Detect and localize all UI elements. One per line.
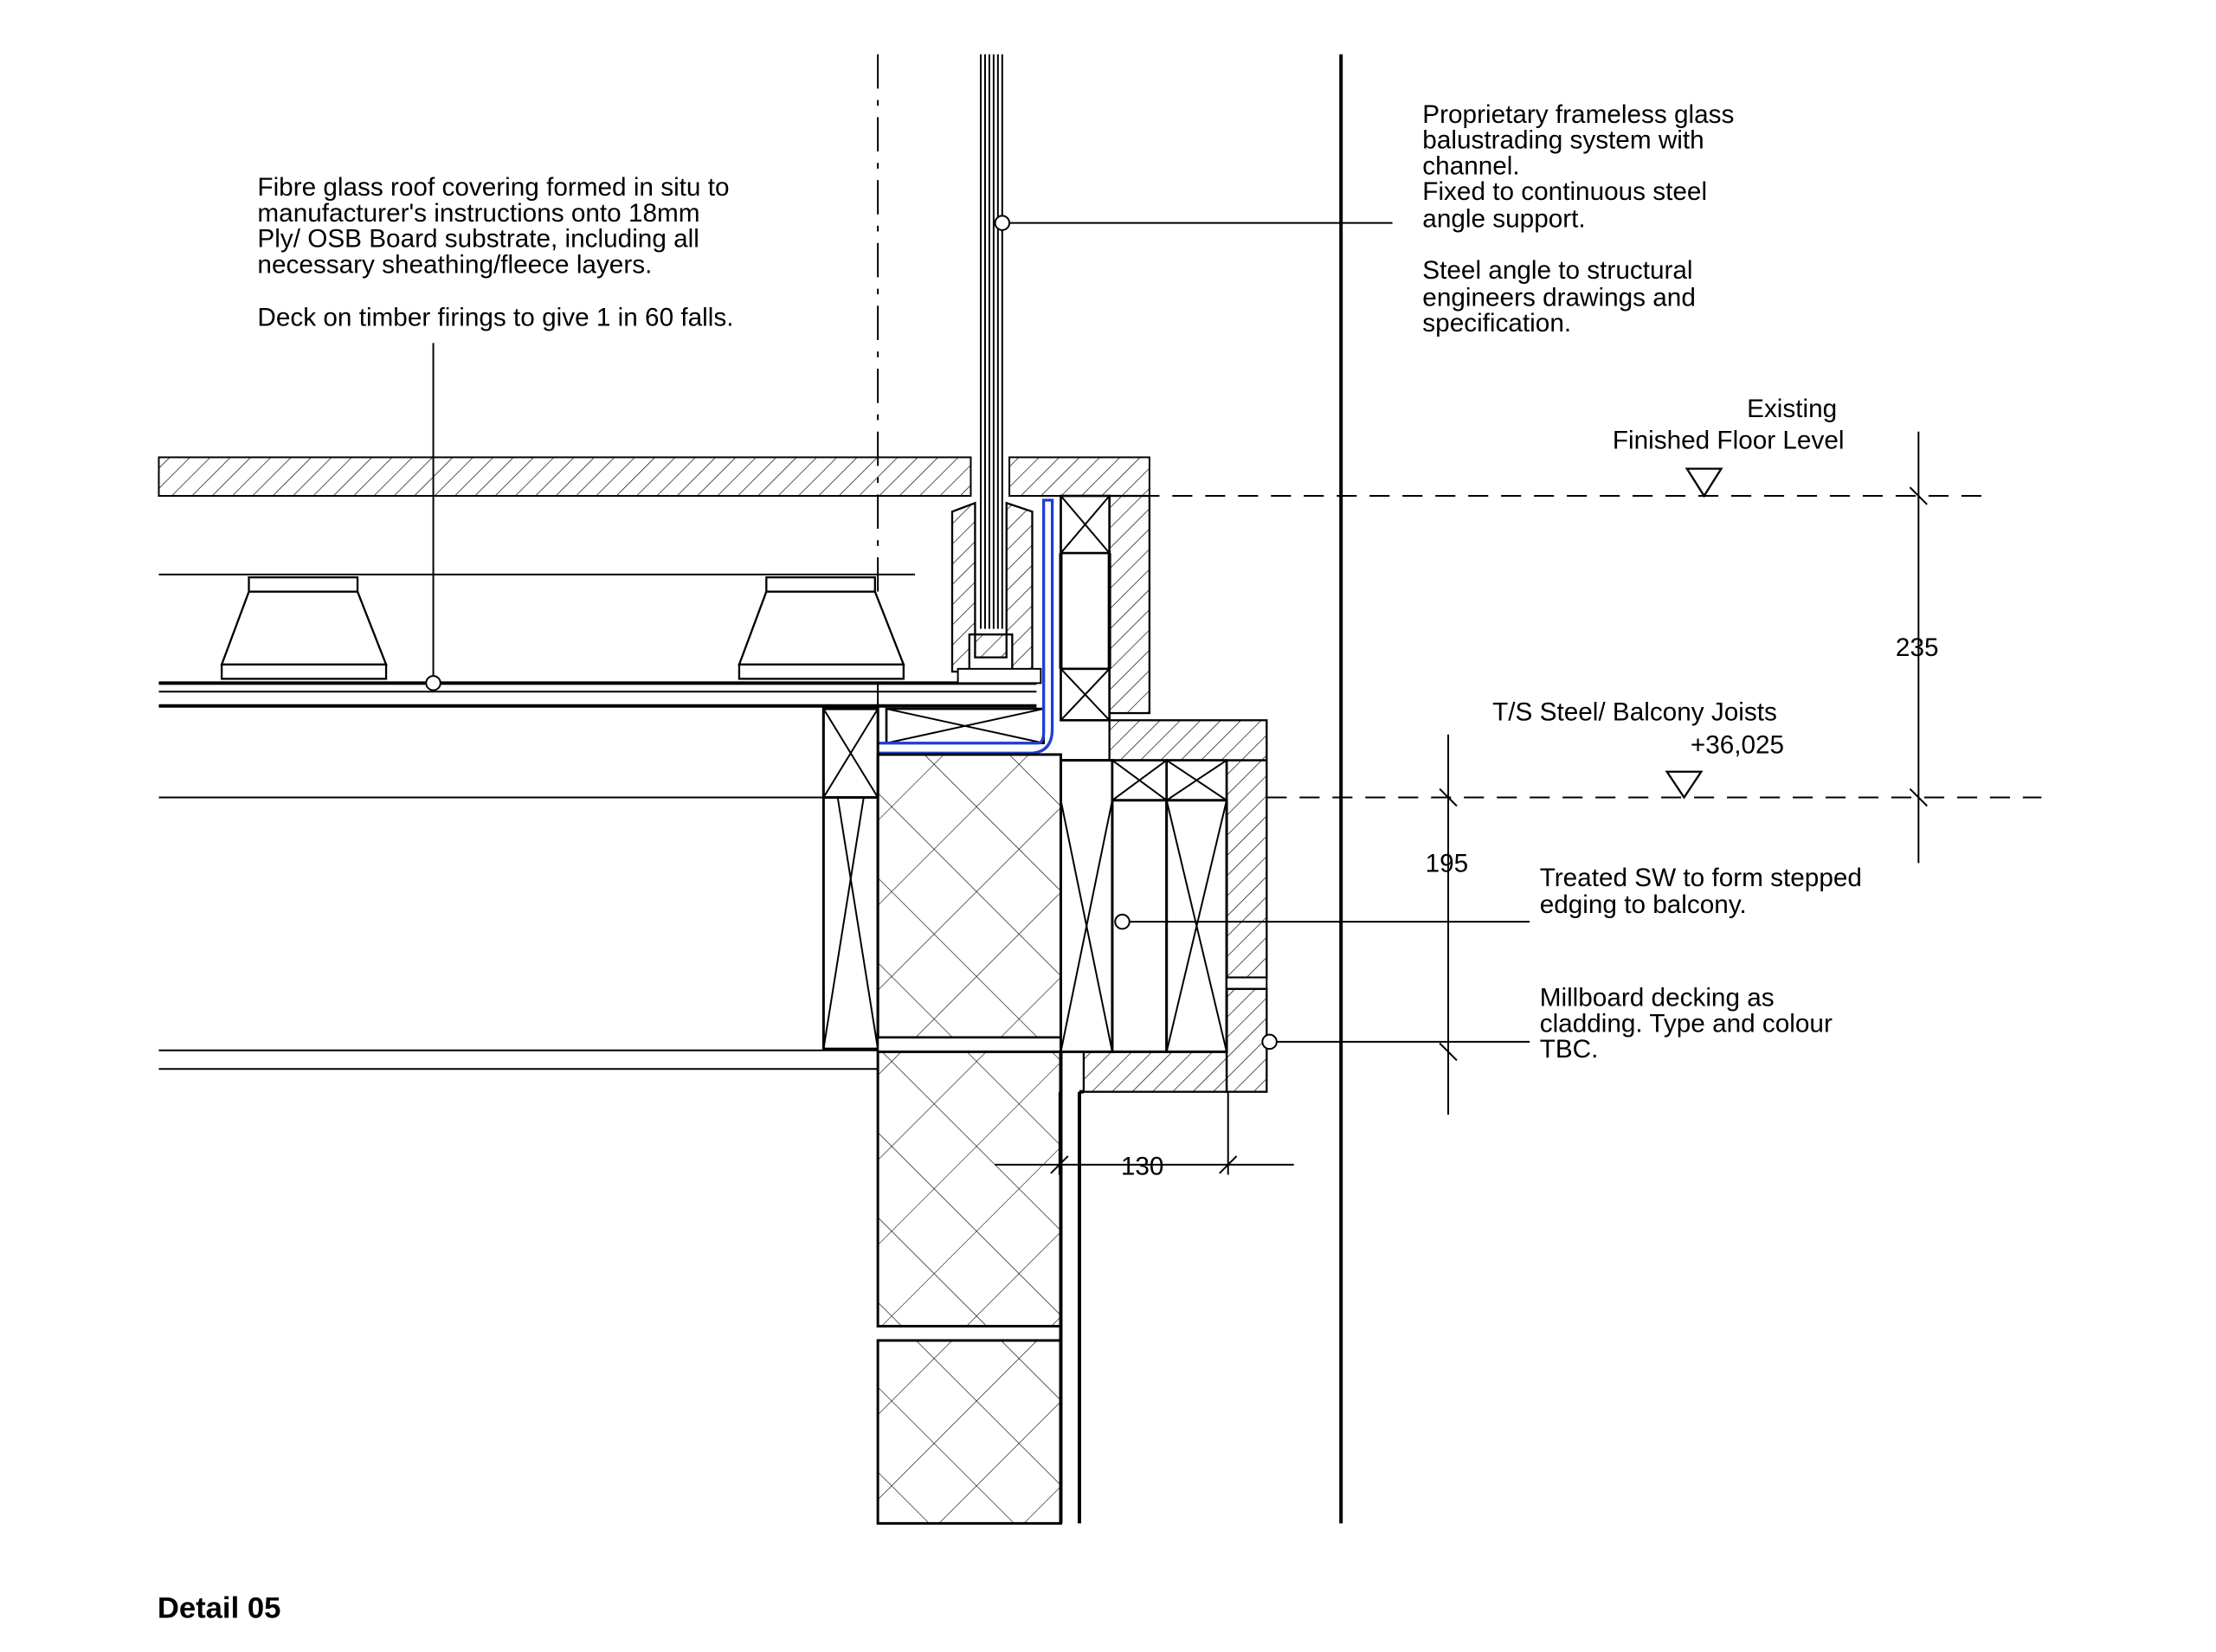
edge-timbers — [1060, 759, 1228, 1053]
dim-label-130: 130 — [1121, 1152, 1164, 1180]
note-edging: Treated SW to form stepped edging to bal… — [1540, 864, 1869, 919]
steel-angle — [885, 707, 1268, 762]
drawing-title: Detail 05 — [158, 1591, 281, 1624]
leader-balustrade — [994, 215, 1393, 231]
leader-cladding — [1261, 1033, 1530, 1051]
blockwork-wall — [876, 1050, 1084, 1525]
dim-label-235: 235 — [1896, 633, 1939, 662]
deck-pedestal — [220, 576, 388, 680]
leader-edging — [1114, 913, 1530, 930]
note-cladding: Millboard decking as cladding. Type and … — [1540, 984, 1839, 1064]
deck-pedestal — [738, 576, 905, 680]
level-label-ffl: Existing Finished Floor Level — [1613, 395, 1845, 454]
ffl-level-marker — [1685, 467, 1723, 498]
roof-deck — [158, 456, 1150, 708]
millboard-cladding — [1082, 759, 1268, 1093]
steel-level-marker — [1665, 770, 1704, 800]
note-roof-covering: Fibre glass roof covering formed in situ… — [257, 173, 736, 331]
leader-roof — [425, 343, 441, 691]
blockwork-upper — [876, 753, 1062, 1053]
balcony-joist — [821, 707, 879, 1051]
level-label-steel: T/S Steel/ Balcony Joists +36,025 — [1492, 697, 1784, 759]
glass-balustrade — [980, 54, 1003, 629]
upstand-timbers — [1059, 494, 1151, 722]
balustrade-channel — [950, 501, 1042, 685]
dim-label-195: 195 — [1426, 849, 1469, 877]
dimension-195 — [1439, 734, 1458, 1115]
dimension-130 — [995, 1091, 1294, 1175]
dimension-235 — [1909, 431, 1928, 864]
note-balustrade: Proprietary frameless glass balustrading… — [1422, 100, 1741, 337]
